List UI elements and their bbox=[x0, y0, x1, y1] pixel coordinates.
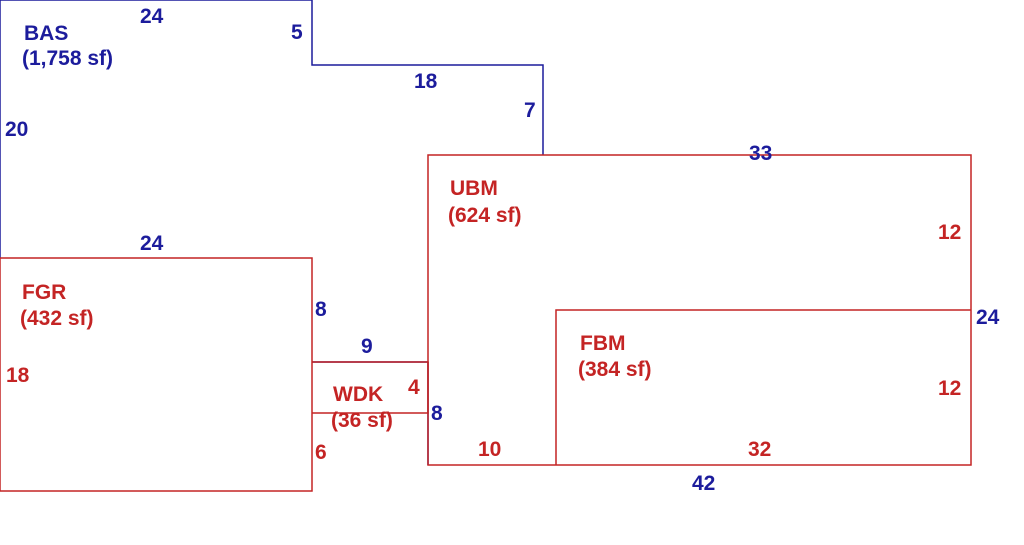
wdk-area-size: (36 sf) bbox=[331, 409, 393, 432]
dim-fgr-right-lower: 6 bbox=[315, 441, 327, 464]
dim-bas-right-drop: 7 bbox=[524, 99, 536, 122]
bas-area-name: BAS bbox=[24, 22, 69, 45]
ubm-area-name: UBM bbox=[450, 177, 498, 200]
dim-fgr-right-upper: 8 bbox=[315, 298, 327, 321]
fgr-area-size: (432 sf) bbox=[20, 307, 94, 330]
dim-bas-top: 24 bbox=[140, 5, 164, 28]
bas-outline bbox=[0, 0, 544, 258]
bas-area-size: (1,758 sf) bbox=[22, 47, 114, 70]
fgr-area-name: FGR bbox=[22, 281, 67, 304]
dim-fbm-right: 12 bbox=[938, 377, 962, 400]
wdk-area-name: WDK bbox=[333, 383, 384, 406]
ubm-area-size: (624 sf) bbox=[448, 204, 522, 227]
fbm-outline bbox=[555, 309, 971, 465]
dim-fgr-left: 18 bbox=[6, 364, 30, 387]
dim-ubm-top: 33 bbox=[749, 142, 773, 165]
dim-bas-bottom: 24 bbox=[140, 232, 164, 255]
fgr-outline bbox=[0, 257, 313, 492]
dim-ubm-right: 12 bbox=[938, 221, 962, 244]
dim-connector-top: 9 bbox=[361, 335, 373, 358]
fbm-area-size: (384 sf) bbox=[578, 358, 652, 381]
dim-bas-step-drop: 5 bbox=[291, 21, 303, 44]
dim-bas-step-run: 18 bbox=[414, 70, 438, 93]
dim-connector-right: 8 bbox=[431, 402, 443, 425]
fbm-area-name: FBM bbox=[580, 332, 626, 355]
dim-overall-right: 24 bbox=[976, 306, 1000, 329]
dim-bas-left: 20 bbox=[5, 118, 29, 141]
dim-wdk-right: 4 bbox=[408, 376, 420, 399]
wdk-outline bbox=[312, 361, 429, 414]
dim-fbm-bottom: 32 bbox=[748, 438, 772, 461]
dim-overall-bottom: 42 bbox=[692, 472, 716, 495]
dim-ubm-bottom-left: 10 bbox=[478, 438, 502, 461]
